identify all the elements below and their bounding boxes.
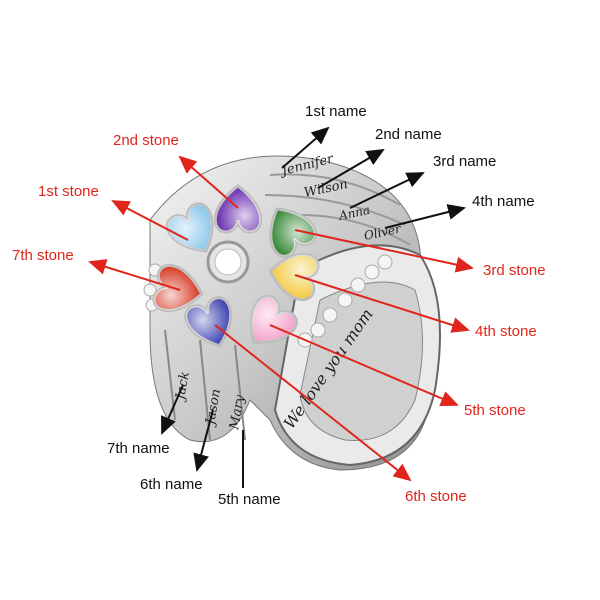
label-4th-name: 4th name xyxy=(472,193,535,210)
svg-text:Mary: Mary xyxy=(227,393,248,431)
gem-3rd-stone xyxy=(269,207,317,258)
label-5th-stone: 5th stone xyxy=(464,402,526,419)
label-6th-name: 6th name xyxy=(140,476,203,493)
label-7th-name: 7th name xyxy=(107,440,170,457)
label-1st-name: 1st name xyxy=(305,103,367,120)
label-7th-stone: 7th stone xyxy=(12,247,74,264)
name-arrows xyxy=(161,126,466,488)
label-3rd-stone: 3rd stone xyxy=(483,262,546,279)
gem-1st-stone xyxy=(166,202,214,253)
label-6th-stone: 6th stone xyxy=(405,488,467,505)
stone-arrows xyxy=(88,155,474,482)
gem-7th-stone xyxy=(152,264,204,313)
label-2nd-stone: 2nd stone xyxy=(113,132,179,149)
label-2nd-name: 2nd name xyxy=(375,126,442,143)
svg-text:Jason: Jason xyxy=(203,388,225,429)
gem-4th-stone xyxy=(268,252,320,301)
gemstones xyxy=(152,184,320,348)
gem-6th-stone xyxy=(184,296,233,348)
label-5th-name: 5th name xyxy=(218,491,281,508)
label-1st-stone: 1st stone xyxy=(38,183,99,200)
label-3rd-name: 3rd name xyxy=(433,153,497,170)
label-4th-stone: 4th stone xyxy=(475,323,537,340)
svg-text:Anna: Anna xyxy=(337,203,371,223)
